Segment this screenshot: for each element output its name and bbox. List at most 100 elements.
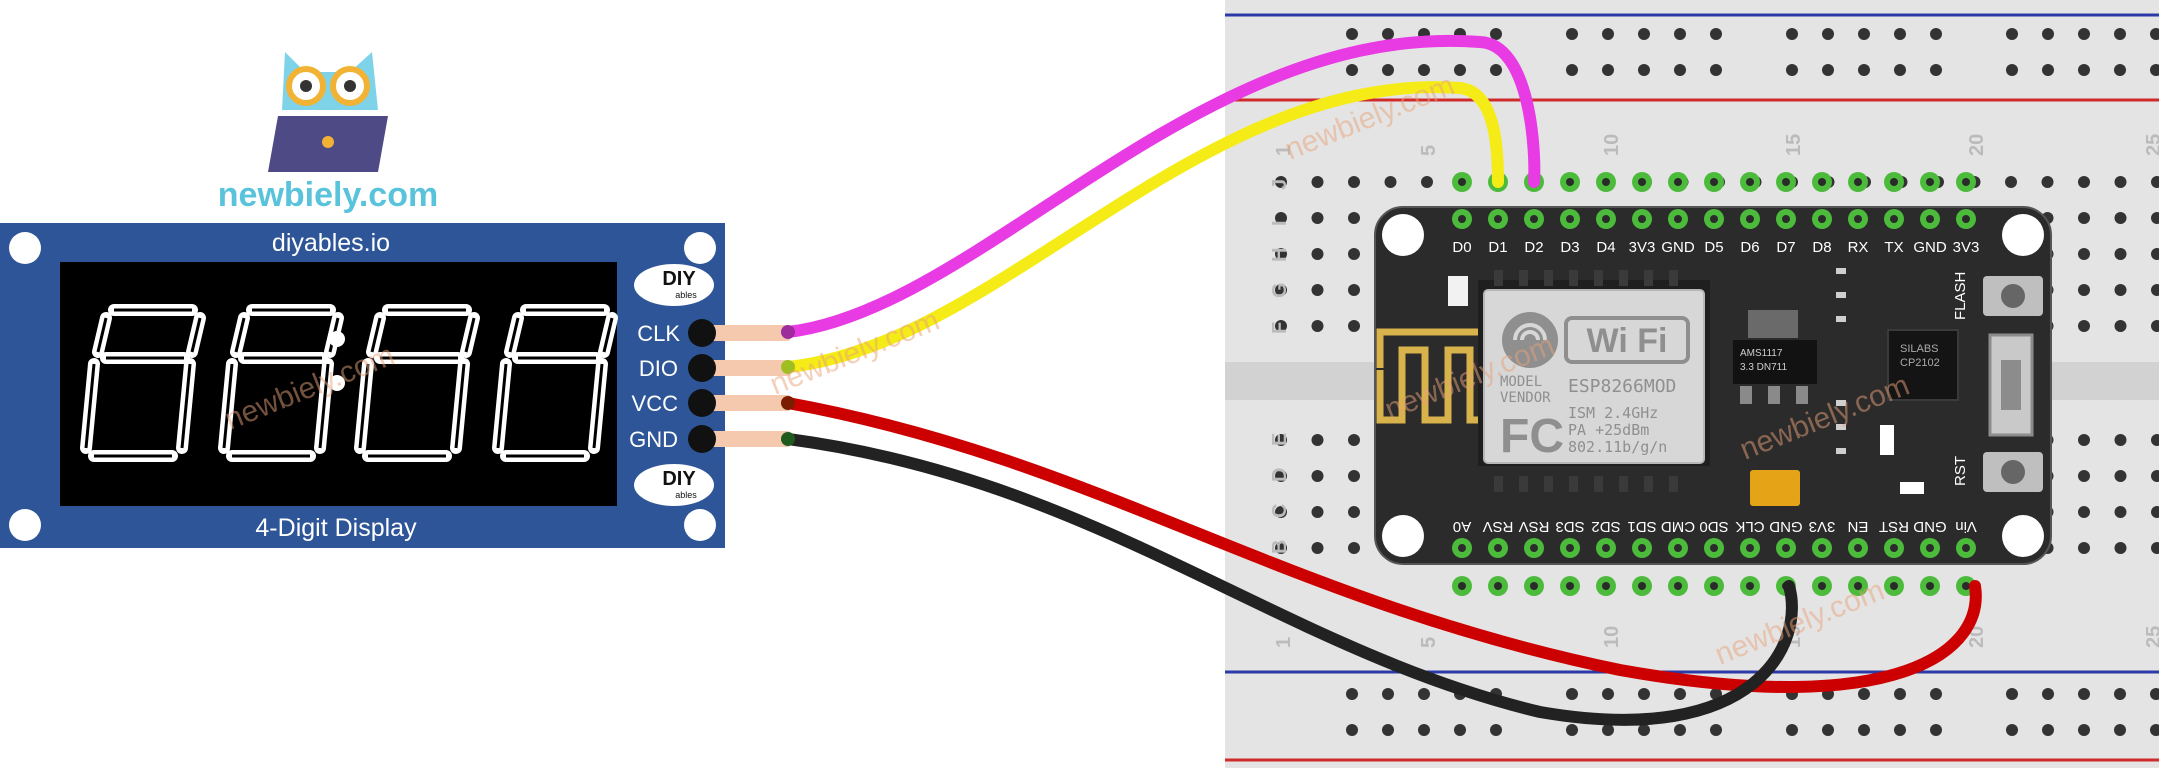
breadboard-hole[interactable] <box>1894 28 1906 40</box>
breadboard-hole[interactable] <box>1454 724 1466 736</box>
breadboard-hole[interactable] <box>1348 470 1360 482</box>
breadboard-hole[interactable] <box>2078 28 2090 40</box>
wire-clk-d2[interactable] <box>782 34 1541 338</box>
breadboard-hole[interactable] <box>1311 506 1324 518</box>
breadboard-hole[interactable] <box>1894 688 1906 700</box>
breadboard-hole[interactable] <box>1348 542 1360 554</box>
breadboard-hole[interactable] <box>1418 64 1430 76</box>
breadboard-hole[interactable] <box>2078 320 2090 332</box>
breadboard-hole[interactable] <box>1275 284 1287 296</box>
wire-dio-d1[interactable] <box>782 81 1504 373</box>
breadboard-hole[interactable] <box>2114 724 2126 736</box>
breadboard-hole[interactable] <box>1382 64 1394 76</box>
breadboard-hole[interactable] <box>1710 28 1722 40</box>
breadboard-hole[interactable] <box>1346 28 1358 40</box>
breadboard-hole[interactable] <box>2114 28 2126 40</box>
wire-vcc-vin[interactable] <box>782 397 1982 693</box>
breadboard-hole[interactable] <box>1348 248 1360 260</box>
breadboard-hole[interactable] <box>2114 688 2126 700</box>
header-pin-vcc[interactable] <box>688 389 716 417</box>
breadboard-hole[interactable] <box>2114 434 2127 446</box>
breadboard-hole[interactable] <box>2150 28 2159 40</box>
breadboard-hole[interactable] <box>1674 688 1686 700</box>
breadboard-hole[interactable] <box>2078 248 2090 260</box>
breadboard-hole[interactable] <box>1786 28 1798 40</box>
breadboard-hole[interactable] <box>1822 64 1834 76</box>
breadboard-hole[interactable] <box>2114 64 2126 76</box>
header-pin-clk[interactable] <box>688 319 716 347</box>
breadboard-hole[interactable] <box>1490 724 1502 736</box>
breadboard-hole[interactable] <box>2041 176 2054 188</box>
breadboard-hole[interactable] <box>1490 64 1502 76</box>
breadboard-hole[interactable] <box>2114 248 2127 260</box>
breadboard-hole[interactable] <box>1311 542 1324 554</box>
breadboard-hole[interactable] <box>1638 28 1650 40</box>
breadboard-hole[interactable] <box>2151 434 2159 446</box>
breadboard-hole[interactable] <box>1638 64 1650 76</box>
breadboard-hole[interactable] <box>1602 688 1614 700</box>
breadboard-hole[interactable] <box>1930 28 1942 40</box>
breadboard-hole[interactable] <box>1311 248 1324 260</box>
breadboard-hole[interactable] <box>1566 28 1578 40</box>
breadboard-hole[interactable] <box>1348 320 1360 332</box>
breadboard-hole[interactable] <box>2151 506 2159 518</box>
breadboard-hole[interactable] <box>2150 64 2159 76</box>
breadboard-hole[interactable] <box>1894 64 1906 76</box>
breadboard-hole[interactable] <box>1490 28 1502 40</box>
breadboard-hole[interactable] <box>1382 688 1394 700</box>
breadboard-hole[interactable] <box>1418 688 1430 700</box>
breadboard-hole[interactable] <box>2078 542 2090 554</box>
breadboard-hole[interactable] <box>1311 470 1324 482</box>
breadboard-hole[interactable] <box>2006 688 2018 700</box>
breadboard-hole[interactable] <box>2150 688 2159 700</box>
breadboard-hole[interactable] <box>2114 284 2127 296</box>
breadboard-hole[interactable] <box>2078 176 2090 188</box>
breadboard-hole[interactable] <box>2042 28 2054 40</box>
breadboard-hole[interactable] <box>2042 688 2054 700</box>
breadboard-hole[interactable] <box>1710 64 1722 76</box>
breadboard-hole[interactable] <box>1454 64 1466 76</box>
breadboard-hole[interactable] <box>2114 320 2127 332</box>
breadboard-hole[interactable] <box>2151 212 2159 224</box>
breadboard-hole[interactable] <box>1311 284 1324 296</box>
breadboard-hole[interactable] <box>1346 724 1358 736</box>
breadboard-hole[interactable] <box>1638 688 1650 700</box>
breadboard-hole[interactable] <box>1822 28 1834 40</box>
breadboard-hole[interactable] <box>2042 724 2054 736</box>
breadboard-hole[interactable] <box>1348 284 1360 296</box>
breadboard-hole[interactable] <box>2078 470 2090 482</box>
breadboard-hole[interactable] <box>2078 688 2090 700</box>
breadboard-hole[interactable] <box>1786 64 1798 76</box>
breadboard-hole[interactable] <box>2150 724 2159 736</box>
breadboard-hole[interactable] <box>1674 28 1686 40</box>
breadboard-hole[interactable] <box>2042 64 2054 76</box>
breadboard-hole[interactable] <box>1348 176 1360 188</box>
breadboard-hole[interactable] <box>1930 64 1942 76</box>
breadboard-hole[interactable] <box>1348 434 1360 446</box>
breadboard-hole[interactable] <box>2078 506 2090 518</box>
breadboard-hole[interactable] <box>2006 28 2018 40</box>
breadboard-hole[interactable] <box>1858 28 1870 40</box>
breadboard-hole[interactable] <box>2151 470 2159 482</box>
breadboard-hole[interactable] <box>1275 212 1287 224</box>
breadboard-hole[interactable] <box>1382 724 1394 736</box>
breadboard-hole[interactable] <box>2078 724 2090 736</box>
breadboard-hole[interactable] <box>1602 724 1614 736</box>
breadboard-hole[interactable] <box>2078 64 2090 76</box>
breadboard-hole[interactable] <box>1311 434 1324 446</box>
breadboard-hole[interactable] <box>1311 212 1324 224</box>
breadboard-hole[interactable] <box>1566 64 1578 76</box>
breadboard-hole[interactable] <box>1566 724 1578 736</box>
breadboard-hole[interactable] <box>2114 212 2127 224</box>
breadboard-hole[interactable] <box>1930 724 1942 736</box>
breadboard-hole[interactable] <box>1311 320 1324 332</box>
breadboard-hole[interactable] <box>2114 506 2127 518</box>
breadboard-hole[interactable] <box>1858 724 1870 736</box>
breadboard-hole[interactable] <box>1382 28 1394 40</box>
breadboard-hole[interactable] <box>2151 176 2159 188</box>
breadboard-hole[interactable] <box>2078 212 2090 224</box>
breadboard-hole[interactable] <box>1348 506 1360 518</box>
breadboard-hole[interactable] <box>2151 248 2159 260</box>
wire-gnd-gnd[interactable] <box>782 433 1798 726</box>
breadboard-hole[interactable] <box>1566 688 1578 700</box>
